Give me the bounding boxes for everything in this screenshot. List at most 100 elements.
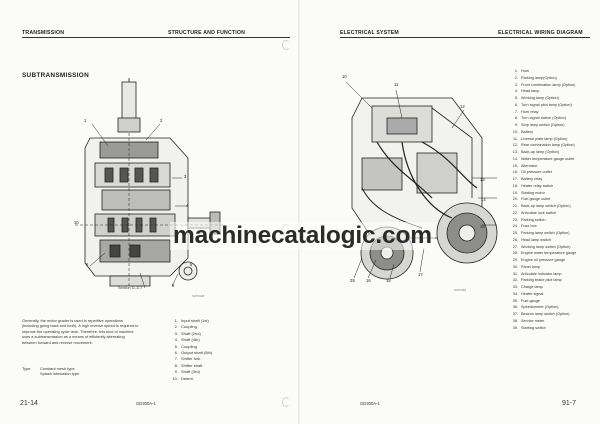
legend-number: 33. — [512, 285, 518, 289]
right-page-number: 91-7 — [562, 400, 577, 407]
right-legend-item: 26.Head lamp switch — [508, 237, 576, 244]
legend-label: Articulate lock switch — [521, 210, 557, 215]
right-header-section: ELECTRICAL SYSTEM — [340, 30, 399, 36]
legend-label: Output shaft (5th) — [181, 350, 213, 356]
left-legend-item: 4.Shaft (4th) — [168, 337, 212, 343]
legend-number: 32. — [512, 278, 518, 283]
right-legend-item: 13.Back-up lamp (Option) — [508, 149, 576, 156]
callout-10: 10 — [342, 74, 347, 79]
legend-label: Battery — [521, 129, 534, 134]
legend-number: 38. — [512, 318, 518, 323]
left-page: TRANSMISSION STRUCTURE AND FUNCTION SUBT… — [20, 30, 290, 407]
callout-17: 17 — [418, 272, 423, 277]
legend-label: Heater signal — [521, 291, 544, 296]
legend-label: Engine water temperature gauge — [521, 251, 577, 256]
legend-number: 10. — [172, 375, 178, 381]
legend-number: 4. — [174, 337, 178, 343]
legend-label: Detent — [181, 375, 193, 381]
legend-number: 37. — [512, 312, 518, 316]
legend-number: 21. — [512, 204, 518, 208]
legend-number: 15. — [512, 163, 518, 168]
legend-label: Turn signal switch (Option) — [521, 116, 567, 121]
legend-number: 36. — [512, 305, 518, 310]
callout-3: 3 — [184, 174, 187, 179]
legend-label: Parking switch — [521, 217, 546, 222]
legend-label: Articulate indicator lamp — [521, 271, 562, 276]
callout-15: 15 — [480, 224, 485, 229]
right-legend-item: 18.Heater relay switch — [508, 183, 576, 190]
legend-number: 4. — [514, 89, 518, 94]
legend-number: 9. — [514, 123, 518, 127]
callout-16: 16 — [366, 278, 371, 283]
left-header-rule — [22, 37, 290, 38]
right-legend-item: 28.Engine water temperature gauge — [508, 250, 577, 257]
left-page-number: 21-14 — [20, 400, 38, 407]
legend-number: 28. — [512, 251, 518, 256]
legend-number: 25. — [512, 231, 518, 235]
legend-label: Front combination lamp (Option) — [521, 82, 576, 87]
legend-number: 20. — [512, 197, 518, 202]
right-header-title: ELECTRICAL WIRING DIAGRAM — [498, 30, 583, 36]
right-legend-item: 2.Parking lamp(Option) — [508, 75, 576, 82]
left-legend-item: 8.Shifter shaft — [168, 363, 212, 369]
section-label: Section D–D — [118, 286, 140, 290]
legend-label: Back-up lamp switch (Option) — [521, 204, 571, 208]
right-legend-item: 10.Battery — [508, 129, 576, 136]
legend-label: Horn relay — [521, 109, 539, 114]
legend-number: 23. — [512, 217, 518, 222]
legend-number: 2. — [174, 324, 178, 330]
legend-number: 18. — [512, 183, 518, 188]
right-legend-item: 7.Horn relay — [508, 109, 576, 116]
right-legend-item: 15.Alternator — [508, 163, 576, 170]
left-legend-item: 5.Coupling — [168, 344, 212, 350]
callout-1: 1 — [84, 118, 87, 123]
legend-number: 7. — [174, 356, 178, 362]
watermark-text: machinecatalogic.com — [170, 222, 435, 250]
legend-label: Speedometer (Option) — [521, 305, 559, 310]
legend-label: Turn signal pilot lamp (Option) — [521, 102, 572, 107]
wiring-diagram — [345, 81, 498, 280]
legend-label: Shifter fork — [181, 356, 201, 362]
legend-number: 24. — [512, 224, 518, 229]
legend-label: License plate lamp (Option) — [521, 136, 568, 141]
legend-label: Coupling — [181, 324, 197, 330]
legend-label: Battery relay — [521, 177, 543, 181]
section-title: SUBTRANSMISSION — [22, 72, 89, 79]
right-legend-item: 17.Battery relay — [508, 176, 576, 183]
callout-7: 7 — [140, 285, 143, 290]
right-legend-item: 25.Parking lamp switch (Option) — [508, 230, 576, 237]
legend-label: Working lamp (Option) — [521, 96, 559, 100]
callout-4: 4 — [186, 203, 189, 208]
right-legend-item: 32.Parking brake pilot lamp — [508, 277, 576, 284]
legend-number: 19. — [512, 190, 518, 195]
legend-number: 12. — [512, 143, 518, 148]
right-legend-item: 5.Working lamp (Option) — [508, 95, 576, 102]
legend-number: 3. — [514, 82, 518, 87]
legend-number: 31. — [512, 271, 518, 276]
legend-label: Service meter — [521, 318, 545, 323]
right-legend-item: 14.Water temperature gauge outlet — [508, 156, 576, 163]
legend-number: 22. — [512, 210, 518, 215]
right-header-rule — [340, 37, 590, 38]
callout-5: 5 — [190, 262, 193, 267]
callout-12: 12 — [460, 104, 465, 109]
legend-number: 27. — [512, 244, 518, 249]
left-legend-item: 2.Coupling — [168, 324, 212, 330]
callout-18: 18 — [386, 278, 391, 283]
legend-number: 5. — [174, 343, 178, 349]
legend-number: 29. — [512, 258, 518, 262]
legend-label: Alternator — [521, 163, 538, 168]
legend-number: 6. — [174, 350, 178, 356]
legend-number: 2. — [514, 75, 518, 80]
legend-number: 5. — [514, 96, 518, 100]
right-legend-item: 19.Starting motor — [508, 190, 576, 197]
right-legend-item: 4.Head lamp — [508, 88, 576, 95]
right-legend-item: 35.Fuel gauge — [508, 298, 576, 305]
legend-number: 39. — [512, 325, 518, 330]
legend-number: 34. — [512, 291, 518, 296]
right-legend-item: 21.Back-up lamp switch (Option) — [508, 203, 576, 210]
right-legend-item: 11.License plate lamp (Option) — [508, 136, 576, 143]
right-legend-item: 29.Engine oil pressure gauge — [508, 257, 576, 264]
